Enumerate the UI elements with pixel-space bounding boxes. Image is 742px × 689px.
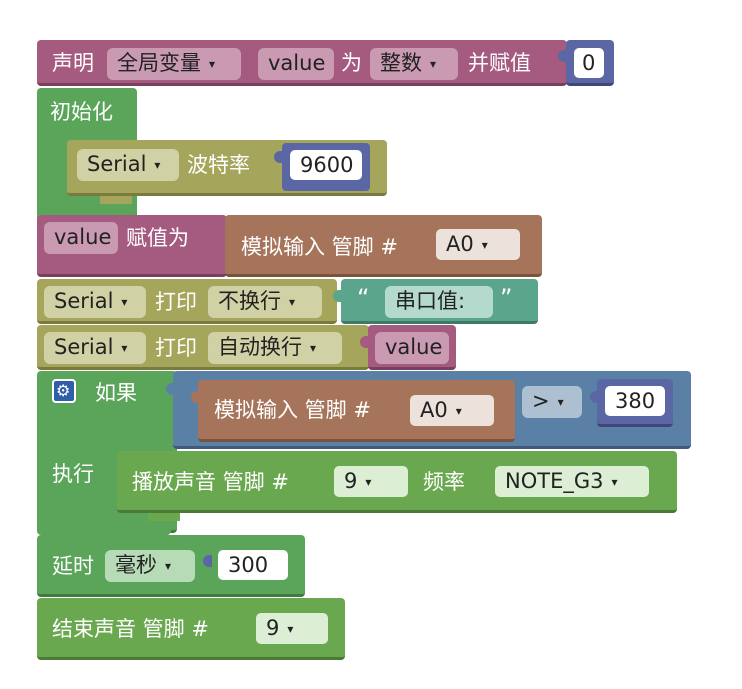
dropdown-arrow-icon: ▾	[481, 238, 488, 252]
serial-value: Serial	[54, 335, 114, 359]
dropdown-arrow-icon: ▾	[209, 57, 216, 71]
notone-label: 结束声音 管脚 #	[52, 617, 209, 641]
text-field[interactable]: 串口值:	[385, 286, 493, 318]
if-block-do-arm	[37, 515, 171, 535]
delay-unit-dropdown[interactable]: 毫秒 ▾	[105, 550, 195, 582]
input-tab	[324, 470, 333, 482]
compare-value-field[interactable]: 380	[605, 386, 665, 416]
frequency-label: 频率	[423, 470, 465, 494]
dropdown-arrow-icon: ▾	[611, 475, 618, 489]
dropdown-arrow-icon: ▾	[121, 341, 128, 355]
input-tab	[274, 151, 283, 163]
if-label: 如果	[95, 381, 137, 405]
serial-dropdown[interactable]: Serial ▾	[44, 286, 146, 318]
dropdown-arrow-icon: ▾	[310, 341, 317, 355]
input-tab	[243, 617, 252, 629]
assign-variable-field[interactable]: value	[44, 222, 118, 254]
serial-dropdown[interactable]: Serial ▾	[77, 149, 179, 181]
block-notch	[100, 196, 132, 204]
dropdown-arrow-icon: ▾	[121, 295, 128, 309]
analog-read-label: 模拟输入 管脚 #	[241, 235, 398, 259]
input-tab	[399, 398, 408, 410]
analog-read-label: 模拟输入 管脚 #	[214, 398, 371, 422]
baud-value-field[interactable]: 9600	[290, 150, 362, 180]
dropdown-arrow-icon: ▾	[455, 404, 462, 418]
as-label: 为	[341, 51, 362, 75]
input-tab	[558, 50, 567, 62]
input-tab	[333, 290, 342, 302]
delay-label: 延时	[52, 554, 94, 578]
input-tab	[166, 383, 175, 395]
close-quote-icon: ”	[500, 284, 513, 312]
serial-value: Serial	[87, 152, 147, 176]
operator-value: >	[532, 389, 550, 413]
dropdown-arrow-icon: ▾	[557, 395, 564, 409]
input-tab	[590, 391, 599, 403]
notone-pin-value: 9	[266, 616, 280, 640]
tone-pin-value: 9	[344, 469, 358, 493]
dropdown-arrow-icon: ▾	[287, 622, 294, 636]
analog-pin-value: A0	[446, 232, 474, 256]
analog-read-block[interactable]	[198, 380, 515, 442]
analog-pin-dropdown[interactable]: A0 ▾	[410, 395, 494, 426]
serial-value: Serial	[54, 289, 114, 313]
input-tab	[203, 555, 212, 567]
serial-dropdown[interactable]: Serial ▾	[44, 332, 146, 364]
newline-mode-dropdown[interactable]: 自动换行 ▾	[208, 332, 342, 364]
operator-dropdown[interactable]: >▾	[522, 386, 582, 418]
open-quote-icon: “	[357, 284, 370, 312]
delay-value-field[interactable]: 300	[218, 550, 288, 580]
newline-mode-value: 不换行	[218, 289, 281, 313]
note-dropdown[interactable]: NOTE_G3 ▾	[495, 466, 649, 497]
delay-unit-value: 毫秒	[115, 553, 157, 577]
notone-pin-dropdown[interactable]: 9▾	[256, 613, 328, 644]
do-label: 执行	[52, 462, 94, 486]
gear-icon: ⚙	[56, 381, 71, 400]
newline-mode-value: 自动换行	[218, 335, 302, 359]
scope-dropdown[interactable]: 全局变量 ▾	[107, 48, 241, 80]
type-value: 整数	[380, 51, 422, 75]
variable-name-field[interactable]: value	[258, 48, 334, 80]
type-dropdown[interactable]: 整数 ▾	[370, 48, 458, 80]
input-tab	[360, 336, 369, 348]
tone-pin-dropdown[interactable]: 9▾	[334, 466, 408, 497]
tone-label: 播放声音 管脚 #	[132, 470, 289, 494]
input-tab	[485, 470, 494, 482]
input-tab	[425, 234, 434, 246]
assign-variable-name: value	[54, 225, 112, 249]
newline-mode-dropdown[interactable]: 不换行 ▾	[208, 286, 322, 318]
assign-initial-label: 并赋值	[468, 51, 531, 75]
block-notch	[148, 513, 180, 521]
print-label: 打印	[155, 290, 197, 314]
dropdown-arrow-icon: ▾	[154, 158, 161, 172]
variable-get-name: value	[385, 335, 443, 359]
input-tab	[191, 391, 200, 403]
variable-get-field[interactable]: value	[375, 332, 449, 364]
declare-label: 声明	[52, 51, 94, 75]
analog-pin-value: A0	[420, 398, 448, 422]
text-value: 串口值:	[395, 289, 466, 313]
analog-pin-dropdown[interactable]: A0 ▾	[436, 229, 520, 260]
assign-label: 赋值为	[126, 226, 189, 250]
print-label: 打印	[155, 336, 197, 360]
dropdown-arrow-icon: ▾	[165, 559, 172, 573]
note-value: NOTE_G3	[505, 469, 604, 493]
scope-value: 全局变量	[117, 51, 201, 75]
setup-label: 初始化	[50, 100, 113, 124]
initial-value-field[interactable]: 0	[574, 48, 604, 78]
gear-button[interactable]: ⚙	[52, 379, 76, 403]
baud-label: 波特率	[187, 153, 250, 177]
dropdown-arrow-icon: ▾	[430, 57, 437, 71]
dropdown-arrow-icon: ▾	[289, 295, 296, 309]
setup-block-body	[37, 130, 67, 218]
dropdown-arrow-icon: ▾	[365, 475, 372, 489]
variable-name: value	[268, 51, 326, 75]
